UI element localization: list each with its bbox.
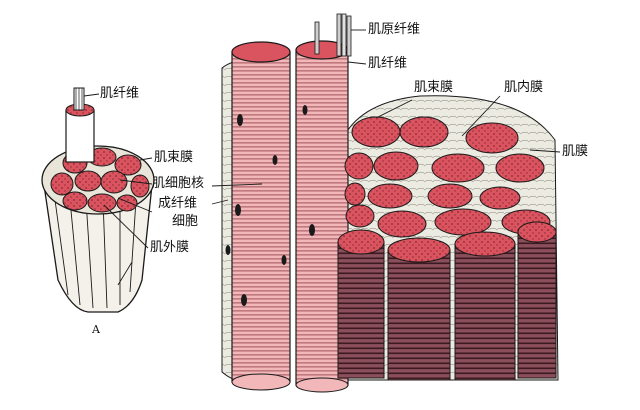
label-left-nucleus: 肌细胞核 [152, 176, 205, 191]
panel-label: A [92, 323, 100, 336]
label-right-sarcolemma: 肌膜 [562, 144, 589, 159]
label-left-fibroblast-line2: 细胞 [172, 214, 199, 229]
single-fiber [65, 109, 95, 163]
label-right-myofibril: 肌原纤维 [368, 22, 421, 37]
long-fiber-1 [231, 41, 291, 391]
bundle-lines [54, 199, 137, 309]
myofibril-bundle [314, 13, 352, 57]
label-left-myofiber: 肌纤维 [100, 86, 140, 101]
label-right-myofiber: 肌纤维 [368, 56, 408, 71]
epimysium-sheath [43, 184, 153, 313]
label-right-perimysium: 肌束膜 [414, 80, 454, 95]
label-left-fibroblast-line1: 成纤维 [158, 196, 198, 211]
cut-fiber-cylinders [337, 231, 557, 381]
label-right-endomysium: 肌内膜 [504, 80, 544, 95]
label-left-perimysium: 肌束膜 [154, 150, 194, 165]
cross-section-tops [337, 116, 557, 263]
right-leader-lines [211, 29, 561, 205]
left-leader-lines [83, 93, 153, 286]
left-bundle-figure [41, 87, 155, 313]
label-left-epimysium: 肌外膜 [150, 240, 190, 255]
